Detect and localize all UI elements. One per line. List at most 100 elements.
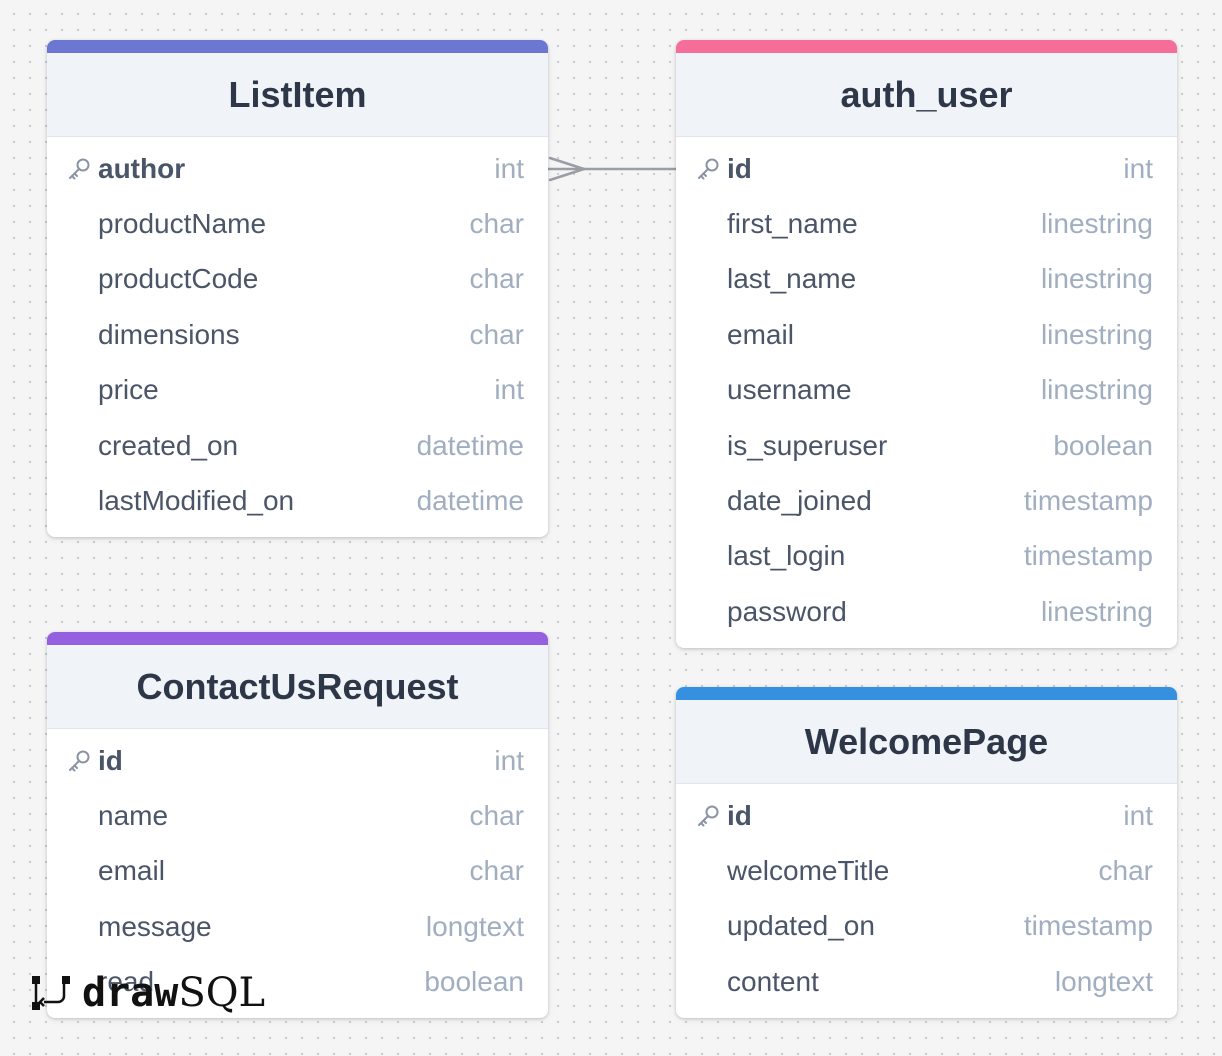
column-type: longtext xyxy=(1054,965,1153,997)
column-name: id xyxy=(727,799,752,831)
column-name: productName xyxy=(98,208,267,240)
column-row[interactable]: content longtext xyxy=(676,954,1177,1009)
column-type: char xyxy=(469,800,524,832)
column-row[interactable]: id int xyxy=(676,788,1177,843)
table-title[interactable]: ContactUsRequest xyxy=(47,645,548,729)
column-name: read xyxy=(98,966,155,998)
column-name: email xyxy=(98,855,165,887)
column-list: id int name char email char message longtext rea… xyxy=(47,729,548,1010)
column-type: timestamp xyxy=(1023,910,1153,942)
column-type: linestring xyxy=(1040,208,1153,240)
column-name: date_joined xyxy=(727,485,872,517)
column-row[interactable]: price int xyxy=(47,363,548,418)
column-name: username xyxy=(727,374,852,406)
column-name: is_superuser xyxy=(727,429,888,461)
logo-text-draw: draw xyxy=(82,970,179,1016)
table-color-bar xyxy=(47,632,548,645)
column-row[interactable]: updated_on timestamp xyxy=(676,899,1177,954)
column-row[interactable]: username linestring xyxy=(676,363,1177,418)
column-type: int xyxy=(494,374,524,406)
column-type: timestamp xyxy=(1023,485,1153,517)
column-row[interactable]: date_joined timestamp xyxy=(676,473,1177,528)
column-name: productCode xyxy=(98,263,259,295)
column-name: author xyxy=(98,152,186,184)
drawsql-logo-icon xyxy=(32,976,70,1010)
column-row[interactable]: author int xyxy=(47,141,548,196)
column-name: password xyxy=(727,595,847,627)
column-row[interactable]: last_name linestring xyxy=(676,252,1177,307)
column-row[interactable]: password linestring xyxy=(676,584,1177,639)
column-row[interactable]: message longtext xyxy=(47,899,548,954)
column-type: char xyxy=(1098,855,1153,887)
column-row[interactable]: lastModified_on datetime xyxy=(47,473,548,528)
column-row[interactable]: last_login timestamp xyxy=(676,529,1177,584)
logo-text-sql: SQL xyxy=(178,970,266,1016)
column-type: linestring xyxy=(1040,263,1153,295)
column-name: first_name xyxy=(727,208,858,240)
column-row[interactable]: id int xyxy=(676,141,1177,196)
column-name: content xyxy=(727,965,819,997)
column-row[interactable]: productCode char xyxy=(47,252,548,307)
column-type: boolean xyxy=(424,966,524,998)
column-row[interactable]: email char xyxy=(47,844,548,899)
column-name: id xyxy=(98,744,123,776)
column-name: last_name xyxy=(727,263,857,295)
table-color-bar xyxy=(47,40,548,53)
primary-key-icon xyxy=(66,156,92,182)
column-row[interactable]: first_name linestring xyxy=(676,196,1177,251)
primary-key-icon xyxy=(695,803,721,829)
column-type: int xyxy=(494,152,524,184)
primary-key-icon xyxy=(66,748,92,774)
column-type: char xyxy=(469,263,524,295)
column-type: int xyxy=(1123,152,1153,184)
column-type: linestring xyxy=(1040,318,1153,350)
column-name: lastModified_on xyxy=(98,485,295,517)
column-type: timestamp xyxy=(1023,540,1153,572)
column-type: char xyxy=(469,318,524,350)
column-type: int xyxy=(1123,799,1153,831)
column-type: longtext xyxy=(425,910,524,942)
table-color-bar xyxy=(676,687,1177,700)
column-list: id int welcomeTitle char updated_on timestamp… xyxy=(676,784,1177,1010)
column-type: int xyxy=(494,744,524,776)
column-row[interactable]: is_superuser boolean xyxy=(676,418,1177,473)
primary-key-icon xyxy=(695,156,721,182)
column-type: char xyxy=(469,208,524,240)
column-row[interactable]: read boolean xyxy=(47,955,548,1010)
table-color-bar xyxy=(676,40,1177,53)
column-row[interactable]: dimensions char xyxy=(47,307,548,362)
column-row[interactable]: name char xyxy=(47,788,548,843)
column-row[interactable]: welcomeTitle char xyxy=(676,843,1177,898)
column-name: created_on xyxy=(98,429,239,461)
table-title[interactable]: ListItem xyxy=(47,53,548,137)
column-name: welcomeTitle xyxy=(727,855,890,887)
column-name: name xyxy=(98,800,169,832)
column-row[interactable]: created_on datetime xyxy=(47,418,548,473)
column-type: datetime xyxy=(416,429,524,461)
column-name: updated_on xyxy=(727,910,875,942)
column-name: email xyxy=(727,318,794,350)
column-name: message xyxy=(98,910,212,942)
column-name: price xyxy=(98,374,159,406)
table-welcomepage[interactable]: WelcomePage id int welcomeTitle char updated… xyxy=(676,687,1177,1018)
column-row[interactable]: email linestring xyxy=(676,307,1177,362)
drawsql-logo[interactable]: draw SQL xyxy=(30,968,265,1018)
column-row[interactable]: productName char xyxy=(47,196,548,251)
table-title[interactable]: WelcomePage xyxy=(676,700,1177,784)
column-row[interactable]: id int xyxy=(47,733,548,788)
column-type: datetime xyxy=(416,485,524,517)
column-type: boolean xyxy=(1053,429,1153,461)
column-type: linestring xyxy=(1040,595,1153,627)
column-name: id xyxy=(727,152,752,184)
table-title[interactable]: auth_user xyxy=(676,53,1177,137)
column-name: last_login xyxy=(727,540,846,572)
column-type: char xyxy=(469,855,524,887)
column-type: linestring xyxy=(1040,374,1153,406)
column-name: dimensions xyxy=(98,318,240,350)
table-contactusrequest[interactable]: ContactUsRequest id int name char email char m… xyxy=(47,632,548,1018)
